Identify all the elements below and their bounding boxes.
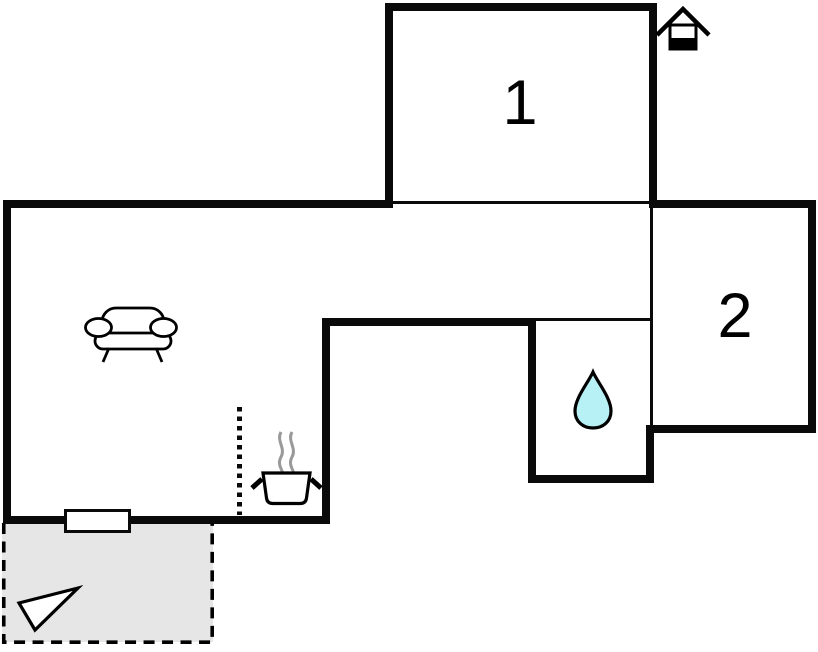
wall-main-bottom: [3, 516, 330, 524]
wall-room1-right: [649, 3, 657, 208]
partition-living-room2: [650, 204, 653, 425]
wall-bathroom-left: [528, 318, 536, 483]
steaming-pot-icon: [250, 431, 323, 506]
wall-room2-top: [649, 200, 816, 208]
steam-wave-right: [288, 431, 296, 477]
house-icon: [655, 5, 711, 51]
wall-bathroom-right: [646, 425, 654, 483]
sofa-seat: [93, 331, 173, 351]
sofa-leg-right: [154, 347, 164, 363]
wall-main-top: [3, 200, 392, 208]
house-roof: [655, 5, 711, 37]
wall-main-left: [3, 200, 11, 524]
room-1-label: 1: [502, 67, 538, 138]
water-drop-icon: [573, 368, 613, 430]
terrace-dashed-border: [1, 523, 214, 644]
sofa-armrest-left: [84, 317, 113, 338]
wall-room1-left: [385, 3, 393, 208]
wall-room2-bottom: [646, 425, 816, 433]
water-drop-shape: [573, 368, 613, 430]
partition-room1-living: [392, 201, 650, 204]
sofa-icon: [84, 306, 178, 363]
wall-room1-top: [385, 3, 657, 11]
wall-bathroom-bottom: [528, 475, 654, 483]
room-2-label: 2: [717, 280, 753, 351]
sofa-armrest-right: [149, 317, 178, 338]
sofa-leg-left: [101, 347, 111, 363]
steam-wave-left: [277, 431, 285, 477]
wall-inner-vertical: [322, 318, 330, 524]
terrace-arrow-icon: [16, 584, 84, 633]
partition-bathroom-top: [536, 318, 650, 321]
house-body-fill: [671, 38, 695, 48]
pot-handle-right: [309, 477, 323, 490]
terrace-area: [1, 522, 214, 644]
wall-inner-horizontal: [322, 318, 536, 326]
window-marker: [64, 509, 131, 533]
pot-body: [261, 471, 312, 506]
wall-room2-right: [808, 200, 816, 433]
pot-handle-left: [250, 477, 264, 490]
kitchen-dashed-divider: [237, 407, 242, 515]
